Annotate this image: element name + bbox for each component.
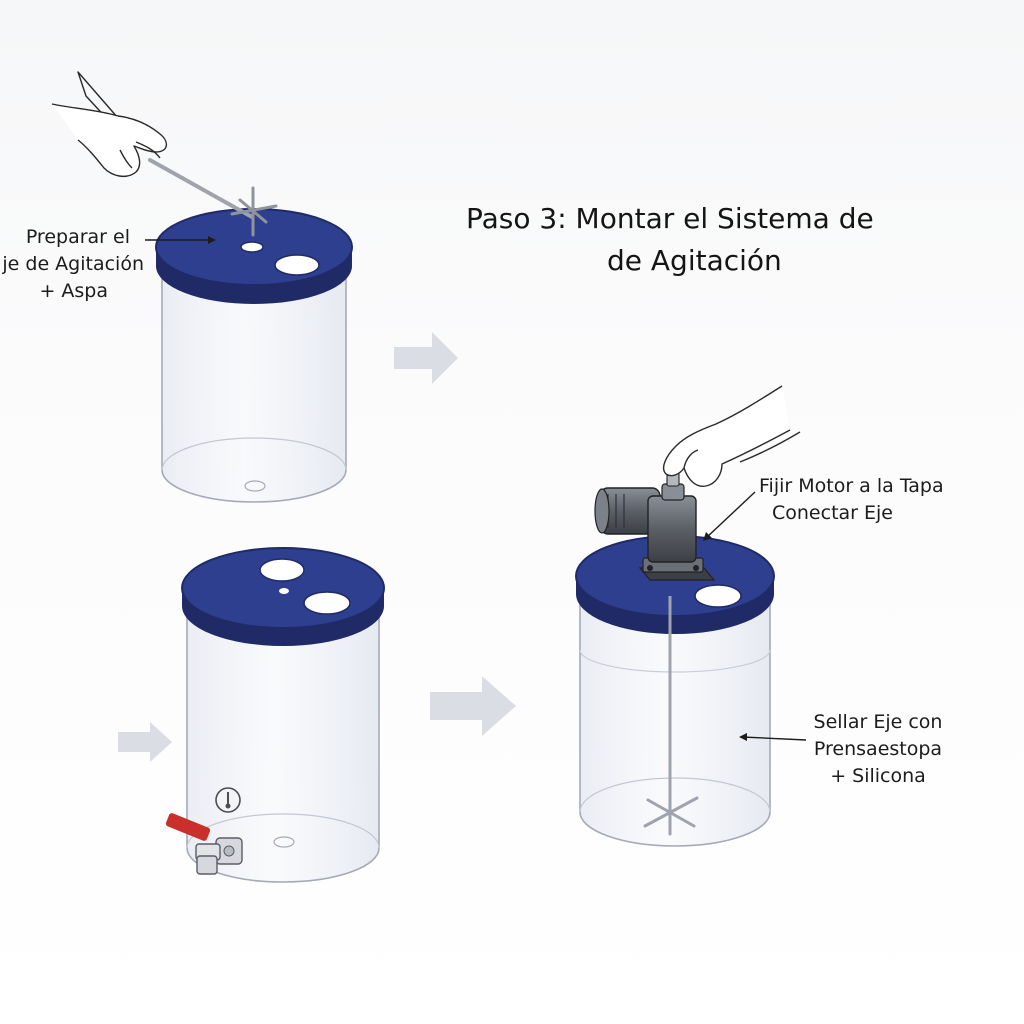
thermometer-icon xyxy=(215,787,241,813)
paddle xyxy=(230,186,278,237)
tank-right-lid-hole xyxy=(694,584,742,608)
callout-prepare: Preparar el je de Agitación + Aspa xyxy=(2,224,144,305)
tank-top-left-bottom-rim xyxy=(161,437,347,471)
arrow-right-icon xyxy=(394,332,458,384)
tank-right-liquid-line xyxy=(579,649,771,673)
tank-top-left-lid-hole-small xyxy=(240,241,264,253)
title-line-1: Paso 3: Montar el Sistema de xyxy=(466,202,874,235)
tank-bottom-left xyxy=(165,547,385,883)
callout-prepare-line-1: Preparar el xyxy=(25,226,130,248)
hand-icon xyxy=(51,71,167,178)
tank-top-left-drain-hole xyxy=(244,480,266,492)
callout-prepare-line-2: je de Agitación xyxy=(2,253,144,275)
callout-seal-line-2: Prensaestopa xyxy=(813,738,943,760)
tank-bottom-left-lid-hole-b xyxy=(303,591,351,615)
valve-icon xyxy=(165,813,243,875)
tank-right-body xyxy=(579,597,771,847)
callout-seal-line-1: Sellar Eje con xyxy=(813,711,943,733)
hand-icon xyxy=(662,385,801,487)
leader-seal xyxy=(741,736,807,741)
callout-motor-line-1: Fijir Motor a la Tapa xyxy=(759,475,944,497)
callout-motor-line-2: Conectar Eje xyxy=(772,502,893,524)
motor-icon xyxy=(594,471,716,581)
tank-bottom-left-lid-hole-a xyxy=(259,558,305,582)
callout-motor: Fijir Motor a la Tapa Conectar Eje xyxy=(759,473,944,527)
tank-right-bottom-rim xyxy=(579,777,771,813)
arrow-right-icon xyxy=(430,676,516,736)
tank-bottom-left-drain-hole xyxy=(273,836,295,848)
page-title: Paso 3: Montar el Sistema de de Agitació… xyxy=(466,198,874,282)
tank-bottom-left-body xyxy=(186,609,380,883)
callout-seal-line-3: + Silicona xyxy=(830,765,926,787)
paddle xyxy=(643,788,699,836)
shaft xyxy=(148,158,254,219)
leader-motor xyxy=(705,491,756,539)
tank-right xyxy=(575,385,801,847)
callout-seal: Sellar Eje con Prensaestopa + Silicona xyxy=(812,709,944,790)
tank-bottom-left-lid-hole-c xyxy=(279,588,289,594)
tank-top-left xyxy=(51,71,353,503)
tank-top-left-body xyxy=(161,269,347,503)
callout-prepare-line-3: + Aspa xyxy=(39,280,108,302)
arrow-right-icon xyxy=(118,722,172,762)
leader-lines xyxy=(145,236,807,741)
title-line-2: de Agitación xyxy=(607,244,782,277)
tank-top-left-lid-hole-large xyxy=(274,254,320,276)
